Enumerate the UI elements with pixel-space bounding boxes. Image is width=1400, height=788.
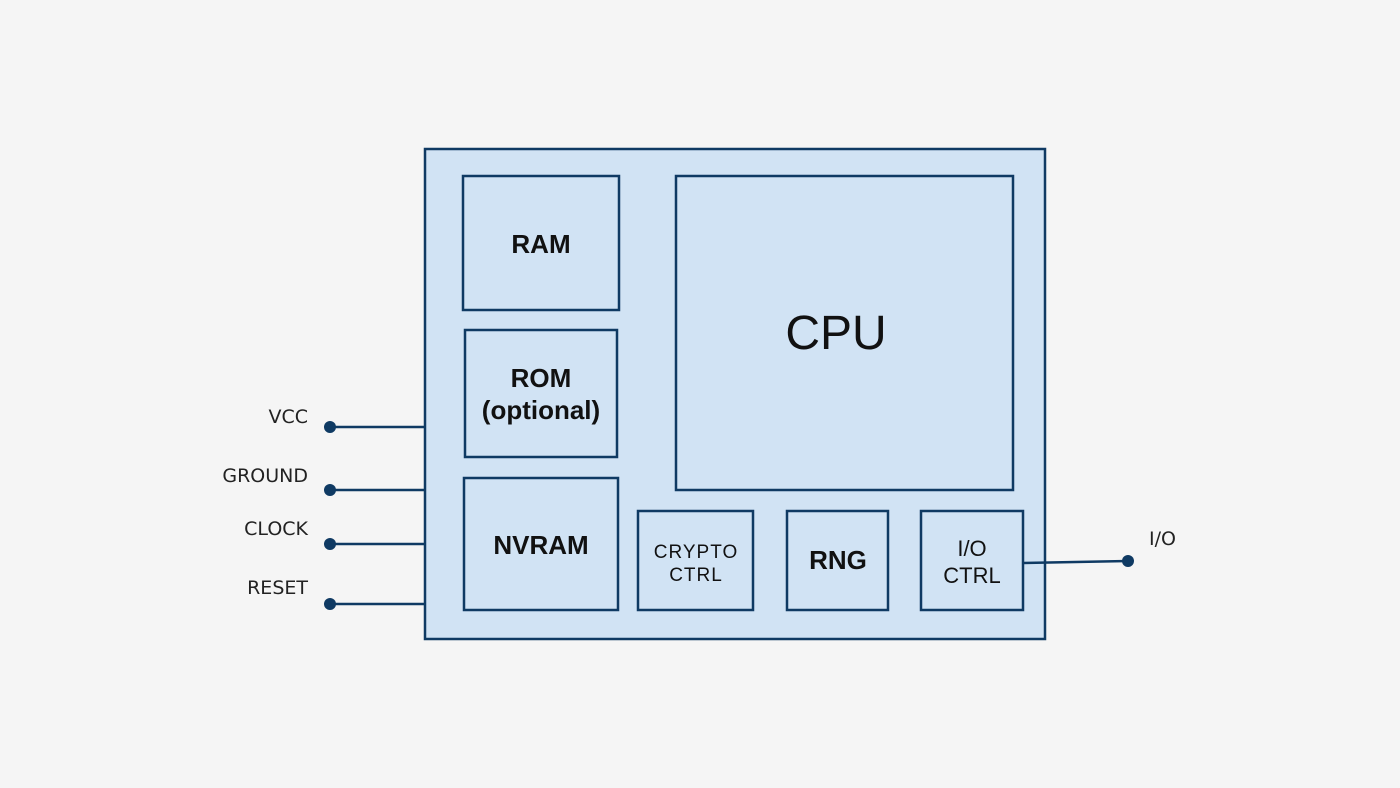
pin-io: I/O [1022,528,1176,567]
ram-label: RAM [511,229,570,259]
rng-block: RNG [785,509,890,612]
rng-label: RNG [809,545,867,575]
pin-reset: RESET [247,577,425,610]
nvram-label: NVRAM [493,530,588,560]
rom-optional-label: (optional) [482,395,600,425]
io-label: I/O [957,536,986,561]
pin-reset-dot [324,598,336,610]
crypto-label: CRYPTO [654,542,739,563]
pin-vcc-label: VCC [268,406,308,428]
pin-io-dot [1122,555,1134,567]
pin-clock: CLOCK [244,518,425,550]
crypto-ctrl-label: CTRL [669,565,723,586]
crypto-ctrl-block: CRYPTO CTRL [636,509,755,612]
pin-io-label: I/O [1149,528,1176,550]
pin-vcc-dot [324,421,336,433]
pin-reset-label: RESET [247,577,308,599]
nvram-block: NVRAM [462,476,620,612]
pin-clock-dot [324,538,336,550]
rom-label: ROM [511,363,572,393]
pin-vcc: VCC [268,406,425,433]
rom-block: ROM (optional) [463,328,619,459]
ram-block: RAM [461,174,621,312]
pin-ground: GROUND [222,465,425,496]
pin-ground-dot [324,484,336,496]
io-ctrl-block: I/O CTRL [919,509,1025,612]
io-ctrl-label: CTRL [943,563,1000,588]
cpu-label: CPU [785,307,886,360]
pin-ground-label: GROUND [222,465,308,487]
pin-clock-label: CLOCK [244,518,308,540]
cpu-block: CPU [674,174,1015,492]
